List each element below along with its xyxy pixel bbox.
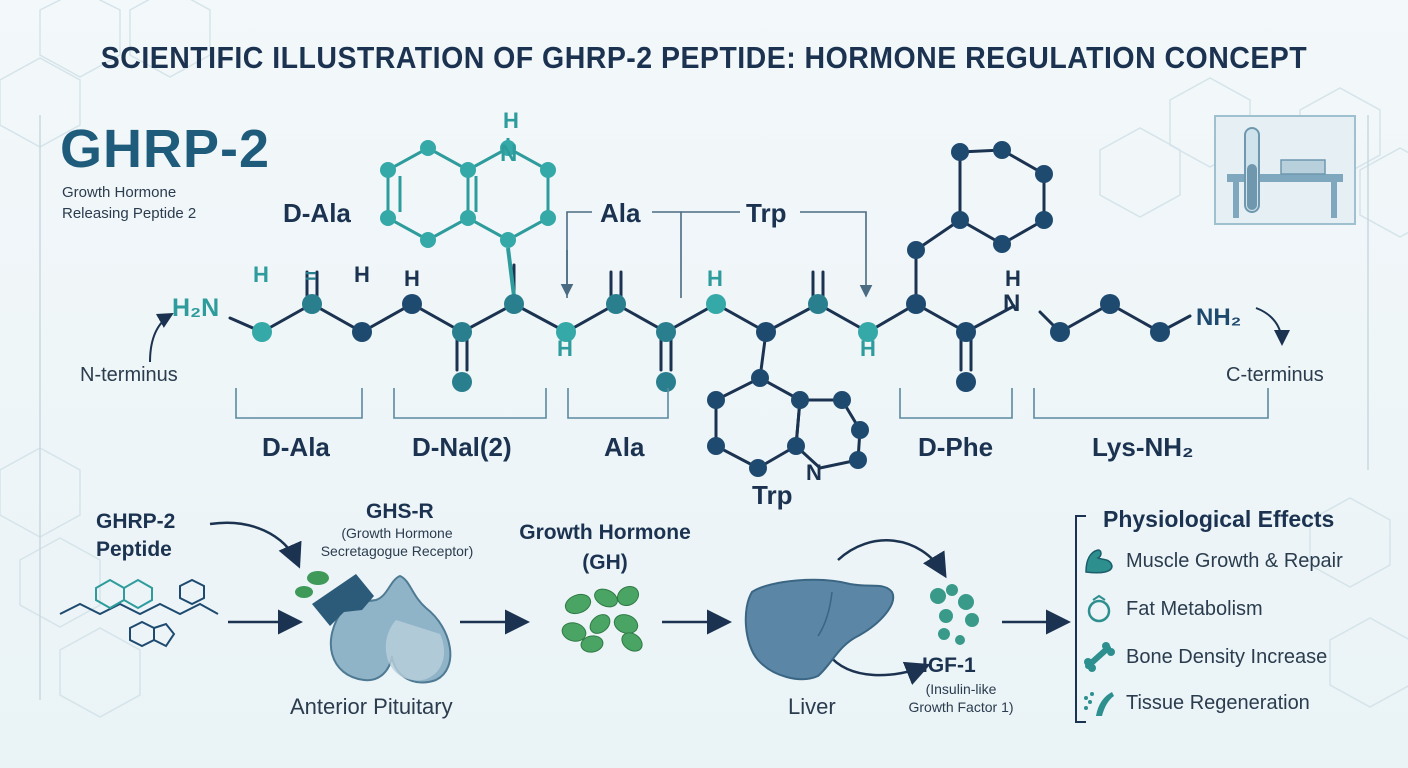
effect-label: Muscle Growth & Repair <box>1126 549 1343 572</box>
peptide-full-name-line2: Releasing Peptide 2 <box>62 205 197 222</box>
laboratory-icon <box>1214 115 1356 225</box>
fat-cell-icon <box>1087 594 1111 623</box>
nh2-label: NH₂ <box>1196 304 1242 331</box>
liver-label: Liver <box>788 694 836 719</box>
liver-icon <box>744 578 895 681</box>
effect-label: Bone Density Increase <box>1126 645 1328 668</box>
residue-label: Lys-NH₂ <box>1092 432 1194 462</box>
effects-title: Physiological Effects <box>1103 506 1335 532</box>
pathway-peptide-line1: GHRP-2 <box>96 510 176 533</box>
residue-label: Trp <box>752 480 793 510</box>
residue-label: D-Ala <box>262 432 330 462</box>
igf-1-description-line2: Growth Factor 1) <box>908 699 1014 715</box>
receptor-description: (Growth Hormone Secretagogue Receptor) <box>302 524 492 560</box>
peptide-structure-diagram <box>149 138 1290 477</box>
peptide-name: GHRP-2 <box>60 119 271 179</box>
effect-item-bone: Bone Density Increase <box>1082 642 1327 672</box>
c-terminus-label: C-terminus <box>1226 364 1324 386</box>
residue-pointer-brackets <box>560 211 873 298</box>
receptor-description-line1: (Growth Hormone <box>341 525 453 541</box>
igf-1-label: IGF-1 <box>922 654 976 677</box>
igf-1-description: (Insulin-like Growth Factor 1) <box>886 680 1036 716</box>
receptor-description-line2: Secretagogue Receptor) <box>320 543 474 559</box>
receptor-label: GHS-R <box>366 500 434 523</box>
amine-h-label: H <box>1005 266 1021 291</box>
effect-label: Tissue Regeneration <box>1126 691 1310 714</box>
pituitary-icon <box>295 571 452 684</box>
effect-item-fat: Fat Metabolism <box>1082 594 1263 624</box>
residue-label: D-Nal(2) <box>412 432 512 462</box>
atom-n-label: N <box>500 140 518 167</box>
growth-hormone-label: Growth Hormone (GH) <box>510 518 700 578</box>
effect-item-muscle: Muscle Growth & Repair <box>1082 546 1343 576</box>
amine-h-label: H <box>253 262 269 287</box>
pathway-peptide-label: GHRP-2 Peptide <box>96 508 175 564</box>
amine-h-label: H <box>707 266 723 291</box>
peptide-full-name: Growth Hormone Releasing Peptide 2 <box>62 182 262 224</box>
atom-h-label: H <box>503 108 519 133</box>
carbonyl-o-label: = <box>305 266 317 288</box>
amine-h-label: H <box>557 336 573 361</box>
effect-label: Fat Metabolism <box>1126 597 1263 620</box>
pathway-peptide-line2: Peptide <box>96 538 172 561</box>
growth-hormone-line2: (GH) <box>582 551 628 574</box>
amine-n-label: N <box>1003 290 1021 317</box>
indole-n-label: N <box>806 460 822 485</box>
tissue-icon <box>1084 692 1114 716</box>
top-label-ala: Ala <box>600 198 641 228</box>
mini-peptide-icon <box>59 578 219 648</box>
h2n-label: H₂N <box>172 294 220 322</box>
top-label-trp: Trp <box>746 198 787 228</box>
residue-label: D-Phe <box>918 432 994 462</box>
residue-label: Ala <box>604 432 645 462</box>
growth-hormone-molecules <box>561 585 643 653</box>
pathway-diagram <box>59 515 1086 723</box>
igf-1-molecules <box>930 584 979 645</box>
amine-h-label: H <box>860 336 876 361</box>
effect-item-tissue: Tissue Regeneration <box>1082 688 1310 718</box>
igf-1-description-line1: (Insulin-like <box>925 681 997 697</box>
peptide-full-name-line1: Growth Hormone <box>62 184 177 201</box>
growth-hormone-line1: Growth Hormone <box>519 521 691 544</box>
muscle-icon <box>1085 549 1113 574</box>
top-label-d-ala: D-Ala <box>283 198 351 228</box>
amine-h-label: H <box>404 266 420 291</box>
pituitary-label: Anterior Pituitary <box>290 694 453 719</box>
page-title: SCIENTIFIC ILLUSTRATION OF GHRP-2 PEPTID… <box>100 40 1308 75</box>
amine-h-label: H <box>354 262 370 287</box>
n-terminus-label: N-terminus <box>80 364 178 386</box>
bone-icon <box>1084 642 1115 672</box>
